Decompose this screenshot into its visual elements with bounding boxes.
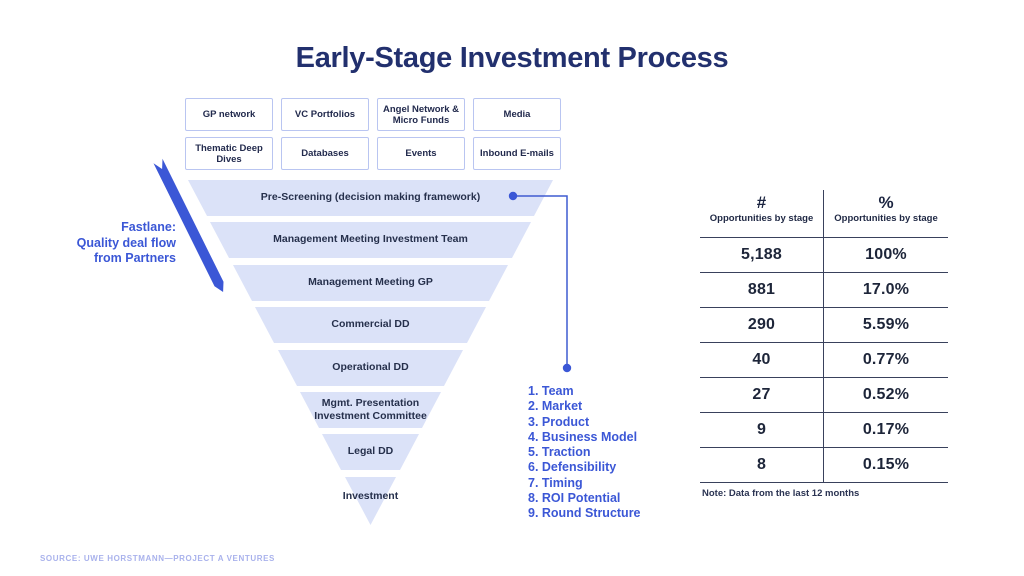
channel-box-angel-network: Angel Network & Micro Funds <box>377 98 465 131</box>
percent-symbol: % <box>878 193 894 212</box>
table-row: 8 0.15% <box>700 448 948 483</box>
table-row: 290 5.59% <box>700 308 948 343</box>
source-attribution: SOURCE: UWE HORSTMANN—PROJECT A VENTURES <box>40 554 275 563</box>
criteria-item-round-structure: 9. Round Structure <box>528 506 641 521</box>
funnel-stage-label-mgmt-presentation-ic: Mgmt. Presentation Investment Committee <box>314 397 427 422</box>
table-row: 5,188 100% <box>700 238 948 273</box>
slide-title: Early-Stage Investment Process <box>295 42 729 74</box>
count-cell: 9 <box>700 413 824 447</box>
channel-box-thematic-deep-dives: Thematic Deep Dives <box>185 137 273 170</box>
percent-cell: 100% <box>865 246 907 263</box>
criteria-item-timing: 7. Timing <box>528 475 583 490</box>
funnel-stage-label-mgmt-meeting-gp: Management Meeting GP <box>308 276 433 288</box>
funnel-stage-label-investment: Investment <box>342 490 399 502</box>
fastlane-line-2: Quality deal flow <box>76 235 176 250</box>
table-row: 27 0.52% <box>700 378 948 413</box>
fastlane-line-3: from Partners <box>94 251 176 265</box>
funnel-stage-label-commercial-dd: Commercial DD <box>331 318 410 330</box>
table-header-row: # Opportunities by stage % Opportunities… <box>700 190 948 238</box>
table-row: 40 0.77% <box>700 343 948 378</box>
criteria-list: 1. Team 2. Market 3. Product 4. Business… <box>528 384 641 522</box>
percent-label: Opportunities by stage <box>834 213 938 224</box>
criteria-item-team: 1. Team <box>528 384 574 398</box>
count-label: Opportunities by stage <box>709 213 814 224</box>
criteria-item-product: 3. Product <box>528 414 590 429</box>
table-header-percent: % Opportunities by stage <box>824 190 948 237</box>
channel-box-databases: Databases <box>281 137 369 170</box>
count-cell: 8 <box>700 448 824 482</box>
funnel-stage-label-legal-dd: Legal DD <box>347 445 394 457</box>
funnel-stage-label-pre-screening: Pre-Screening (decision making framework… <box>260 191 481 203</box>
channel-box-gp-network: GP network <box>185 98 273 131</box>
channel-box-vc-portfolios: VC Portfolios <box>281 98 369 131</box>
criteria-item-defensibility: 6. Defensibility <box>528 460 617 475</box>
percent-cell: 0.17% <box>862 421 910 438</box>
funnel-stage-label-operational-dd: Operational DD <box>332 361 409 373</box>
channel-box-inbound-emails: Inbound E-mails <box>473 137 561 170</box>
fastlane-line-1: Fastlane: <box>121 220 176 234</box>
channel-box-events: Events <box>377 137 465 170</box>
count-symbol: # <box>756 193 767 212</box>
table-header-count: # Opportunities by stage <box>700 190 824 237</box>
percent-cell: 5.59% <box>862 316 910 333</box>
criteria-item-roi-potential: 8. ROI Potential <box>528 491 621 506</box>
channel-box-media: Media <box>473 98 561 131</box>
count-cell: 40 <box>700 343 824 377</box>
percent-cell: 0.52% <box>862 386 910 403</box>
count-cell: 290 <box>700 308 824 342</box>
criteria-item-traction: 5. Traction <box>528 445 591 460</box>
count-cell: 881 <box>700 273 824 307</box>
table-row: 9 0.17% <box>700 413 948 448</box>
table-note: Note: Data from the last 12 months <box>702 488 860 499</box>
percent-cell: 0.77% <box>862 351 910 368</box>
opportunities-table: # Opportunities by stage % Opportunities… <box>700 190 948 483</box>
count-cell: 5,188 <box>700 238 824 272</box>
fastlane-annotation: Fastlane: Quality deal flow from Partner… <box>58 220 176 267</box>
table-row: 881 17.0% <box>700 273 948 308</box>
percent-cell: 17.0% <box>862 281 910 298</box>
funnel-stage-label-mgmt-meeting-investment-team: Management Meeting Investment Team <box>273 233 468 245</box>
criteria-item-business-model: 4. Business Model <box>528 429 638 444</box>
count-cell: 27 <box>700 378 824 412</box>
percent-cell: 0.15% <box>862 456 910 473</box>
criteria-item-market: 2. Market <box>528 399 583 414</box>
